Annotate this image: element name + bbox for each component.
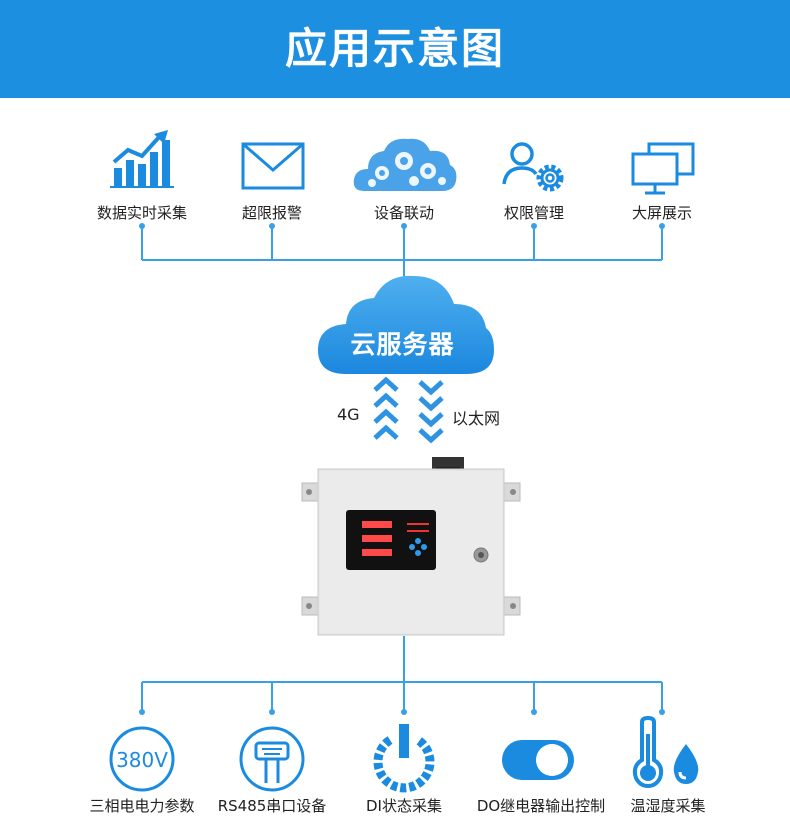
uplink-arrow-icon <box>372 376 400 444</box>
downlink-arrow-icon <box>417 376 445 444</box>
user-gear-icon <box>502 140 570 196</box>
function-label-linkage: 设备联动 <box>373 204 434 222</box>
function-label-do: DO继电器输出控制 <box>476 797 606 815</box>
toggle-switch-icon <box>500 738 576 782</box>
thermometer-droplet-icon <box>628 716 704 788</box>
uplink-label: 4G <box>337 405 360 424</box>
page-title: 应用示意图 <box>284 24 505 73</box>
serial-port-icon <box>238 725 306 793</box>
function-label-data-collection: 数据实时采集 <box>96 204 187 222</box>
bar-chart-trend-icon <box>110 130 174 188</box>
monitors-icon <box>631 142 695 196</box>
function-label-rs485: RS485串口设备 <box>217 797 327 815</box>
function-label-three-phase: 三相电电力参数 <box>89 797 195 815</box>
power-icon <box>370 722 438 794</box>
function-label-big-screen: 大屏展示 <box>631 204 692 222</box>
envelope-icon <box>241 142 305 190</box>
voltage-380v-icon: 380V <box>108 725 176 793</box>
function-label-di: DI状态采集 <box>366 797 442 815</box>
gear-cloud-icon <box>352 135 458 193</box>
voltage-380v-text: 380V <box>116 748 168 772</box>
downlink-label: 以太网 <box>452 409 501 428</box>
cloud-server-label: 云服务器 <box>350 330 455 359</box>
control-box-icon <box>296 455 526 637</box>
function-label-alarm: 超限报警 <box>241 204 302 222</box>
function-label-temp-humidity: 温湿度采集 <box>630 797 706 815</box>
header-banner <box>0 0 790 98</box>
cloud-icon <box>316 270 496 376</box>
function-label-permission: 权限管理 <box>503 204 564 222</box>
